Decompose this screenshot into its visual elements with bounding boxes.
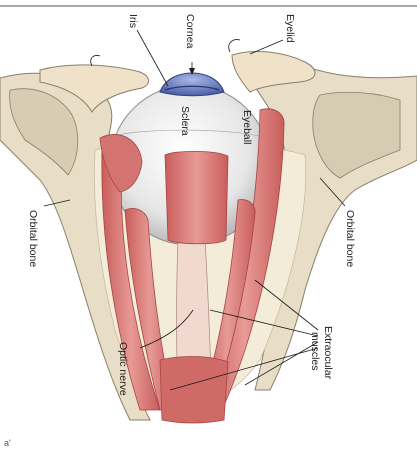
leader-muscles-3 [244,341,319,386]
eyelid-left-shape [39,64,149,113]
muscle-left-wrap [99,134,143,193]
label-orbital-bone-left: Orbital bone [27,210,39,267]
corner-mark: a' [4,438,11,448]
eyelid-right-shape [231,50,316,93]
leader-iris [136,29,169,87]
label-eyelid: Eyelid [284,14,296,43]
eyelash-left [90,55,101,67]
muscle-superior [164,150,229,245]
leader-muscles-4 [169,347,319,391]
label-eyeball: Eyeball [241,110,253,144]
leader-orbital-bone-right [319,177,346,207]
label-sclera: Sclera [179,106,191,136]
cornea-arrowhead [189,68,195,75]
leader-eyelid [249,39,284,55]
leader-muscles-1 [254,279,319,331]
leader-orbital-bone-left [43,199,71,207]
label-extraocular: Extraocular [322,326,334,380]
eyelash-right [228,39,241,53]
label-iris: Iris [127,14,139,28]
label-optic-nerve: Optic nerve [117,342,129,396]
muscle-bottom-bundle [159,356,229,424]
label-muscles: muscles [309,332,321,371]
orbital-bone-left-inner [9,88,79,176]
eyeball-equator [117,129,267,139]
iris-shape [164,85,220,91]
cornea-shape [159,72,225,97]
label-orbital-bone-right: Orbital bone [344,210,356,267]
label-cornea: Cornea [184,14,196,49]
leader-optic-nerve [139,309,194,349]
leader-muscles-2 [209,309,319,337]
orbital-bone-right-inner [312,91,401,179]
